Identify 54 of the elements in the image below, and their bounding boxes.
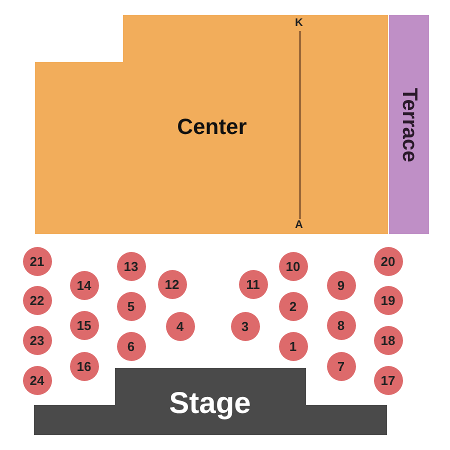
table-circle	[22, 246, 52, 276]
table-number: 9	[337, 278, 345, 292]
table-number: 3	[241, 318, 249, 334]
table-number: 23	[30, 332, 44, 348]
table-circle	[22, 326, 52, 354]
section-name: Terrace	[397, 87, 421, 162]
table-circle	[70, 310, 98, 340]
table-circle	[22, 286, 52, 314]
table-circle	[326, 352, 356, 380]
table-number: 14	[76, 278, 92, 292]
table-number: 5	[127, 298, 135, 314]
table-number: 2	[289, 298, 297, 314]
table-number: 8	[337, 318, 345, 332]
table-circle	[22, 366, 52, 394]
table-number: 16	[76, 358, 92, 374]
table-number: 21	[30, 254, 44, 268]
stage-name: Stage	[169, 387, 251, 421]
table-number: 15	[76, 318, 92, 332]
row-label: A	[295, 219, 303, 231]
table-circle	[116, 292, 146, 320]
table-number: 24	[30, 372, 44, 388]
table-number: 22	[30, 292, 44, 308]
table-number: 12	[164, 276, 180, 292]
table-circle	[278, 292, 308, 320]
table-circle	[374, 286, 402, 314]
table-circle	[278, 332, 308, 360]
table-number: 7	[337, 358, 345, 374]
table-circle	[326, 270, 356, 300]
table-circle	[374, 246, 402, 276]
row-label: K	[295, 17, 303, 29]
table-number: 10	[286, 258, 300, 274]
table-circle	[374, 326, 402, 354]
table-circle	[374, 366, 402, 394]
table-number: 13	[124, 258, 138, 274]
table-number: 4	[176, 318, 184, 334]
seating-section	[389, 15, 429, 234]
table-circle	[278, 252, 308, 280]
table-number: 11	[246, 276, 260, 292]
table-circle	[166, 312, 194, 340]
table-number: 1	[289, 338, 297, 354]
table-circle	[70, 352, 98, 380]
table-number: 19	[380, 292, 396, 308]
table-circle	[238, 270, 268, 298]
table-circle	[70, 270, 98, 300]
table-number: 20	[380, 254, 396, 268]
table-number: 18	[380, 332, 396, 348]
table-circle	[116, 252, 146, 280]
table-number: 17	[380, 372, 396, 388]
table-circle	[116, 332, 146, 360]
section-name: Center	[177, 114, 247, 140]
table-circle	[326, 310, 356, 340]
table-circle	[230, 312, 260, 340]
table-number: 6	[127, 338, 135, 354]
table-circle	[158, 270, 186, 298]
